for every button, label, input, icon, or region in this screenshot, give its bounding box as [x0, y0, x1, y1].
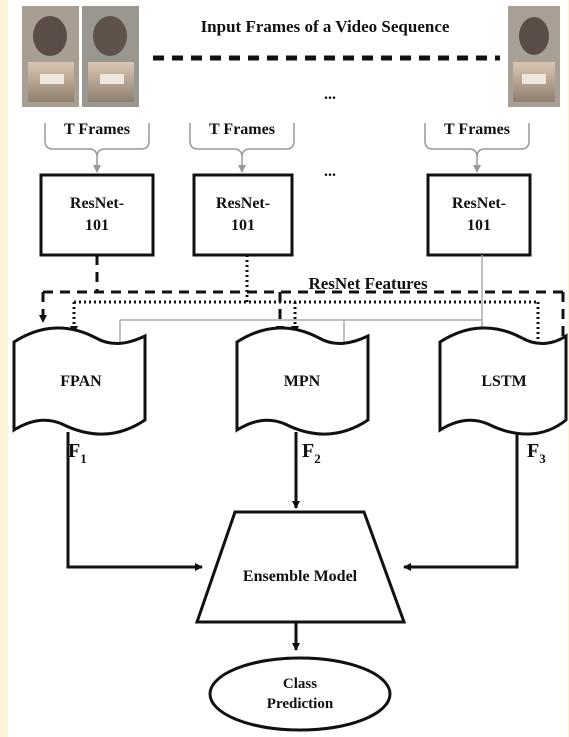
- frames-ellipsis: ...: [324, 86, 336, 103]
- svg-text:Class: Class: [283, 676, 317, 692]
- resnet-box-1: ResNet- 101: [41, 175, 153, 255]
- video-frame-1: [22, 6, 79, 107]
- resnet-box-2: ResNet- 101: [194, 175, 292, 255]
- fpan-network: FPAN: [14, 328, 145, 434]
- svg-text:FPAN: FPAN: [60, 373, 102, 390]
- svg-text:101: 101: [231, 217, 255, 234]
- svg-text:ResNet-: ResNet-: [216, 195, 270, 212]
- video-frame-2: [82, 6, 139, 107]
- groups-ellipsis: ...: [324, 163, 336, 180]
- video-frame-last: [508, 6, 560, 107]
- svg-text:ResNet-: ResNet-: [70, 195, 124, 212]
- resnet-features-label: ResNet Features: [308, 274, 428, 293]
- svg-text:LSTM: LSTM: [481, 373, 526, 390]
- svg-text:101: 101: [85, 217, 109, 234]
- svg-text:Prediction: Prediction: [267, 696, 334, 712]
- resnet-box-3: ResNet- 101: [428, 175, 530, 255]
- t-frames-label-2: T Frames: [209, 121, 275, 138]
- svg-text:ResNet-: ResNet-: [452, 195, 506, 212]
- diagram-title: Input Frames of a Video Sequence: [201, 17, 450, 36]
- t-frames-label-3: T Frames: [444, 121, 510, 138]
- lstm-network: LSTM: [440, 328, 566, 434]
- mpn-network: MPN: [237, 328, 368, 434]
- class-prediction: Class Prediction: [210, 658, 390, 730]
- svg-text:Ensemble Model: Ensemble Model: [243, 568, 358, 585]
- svg-text:101: 101: [467, 217, 491, 234]
- svg-text:MPN: MPN: [284, 373, 321, 390]
- t-frames-label-1: T Frames: [64, 121, 130, 138]
